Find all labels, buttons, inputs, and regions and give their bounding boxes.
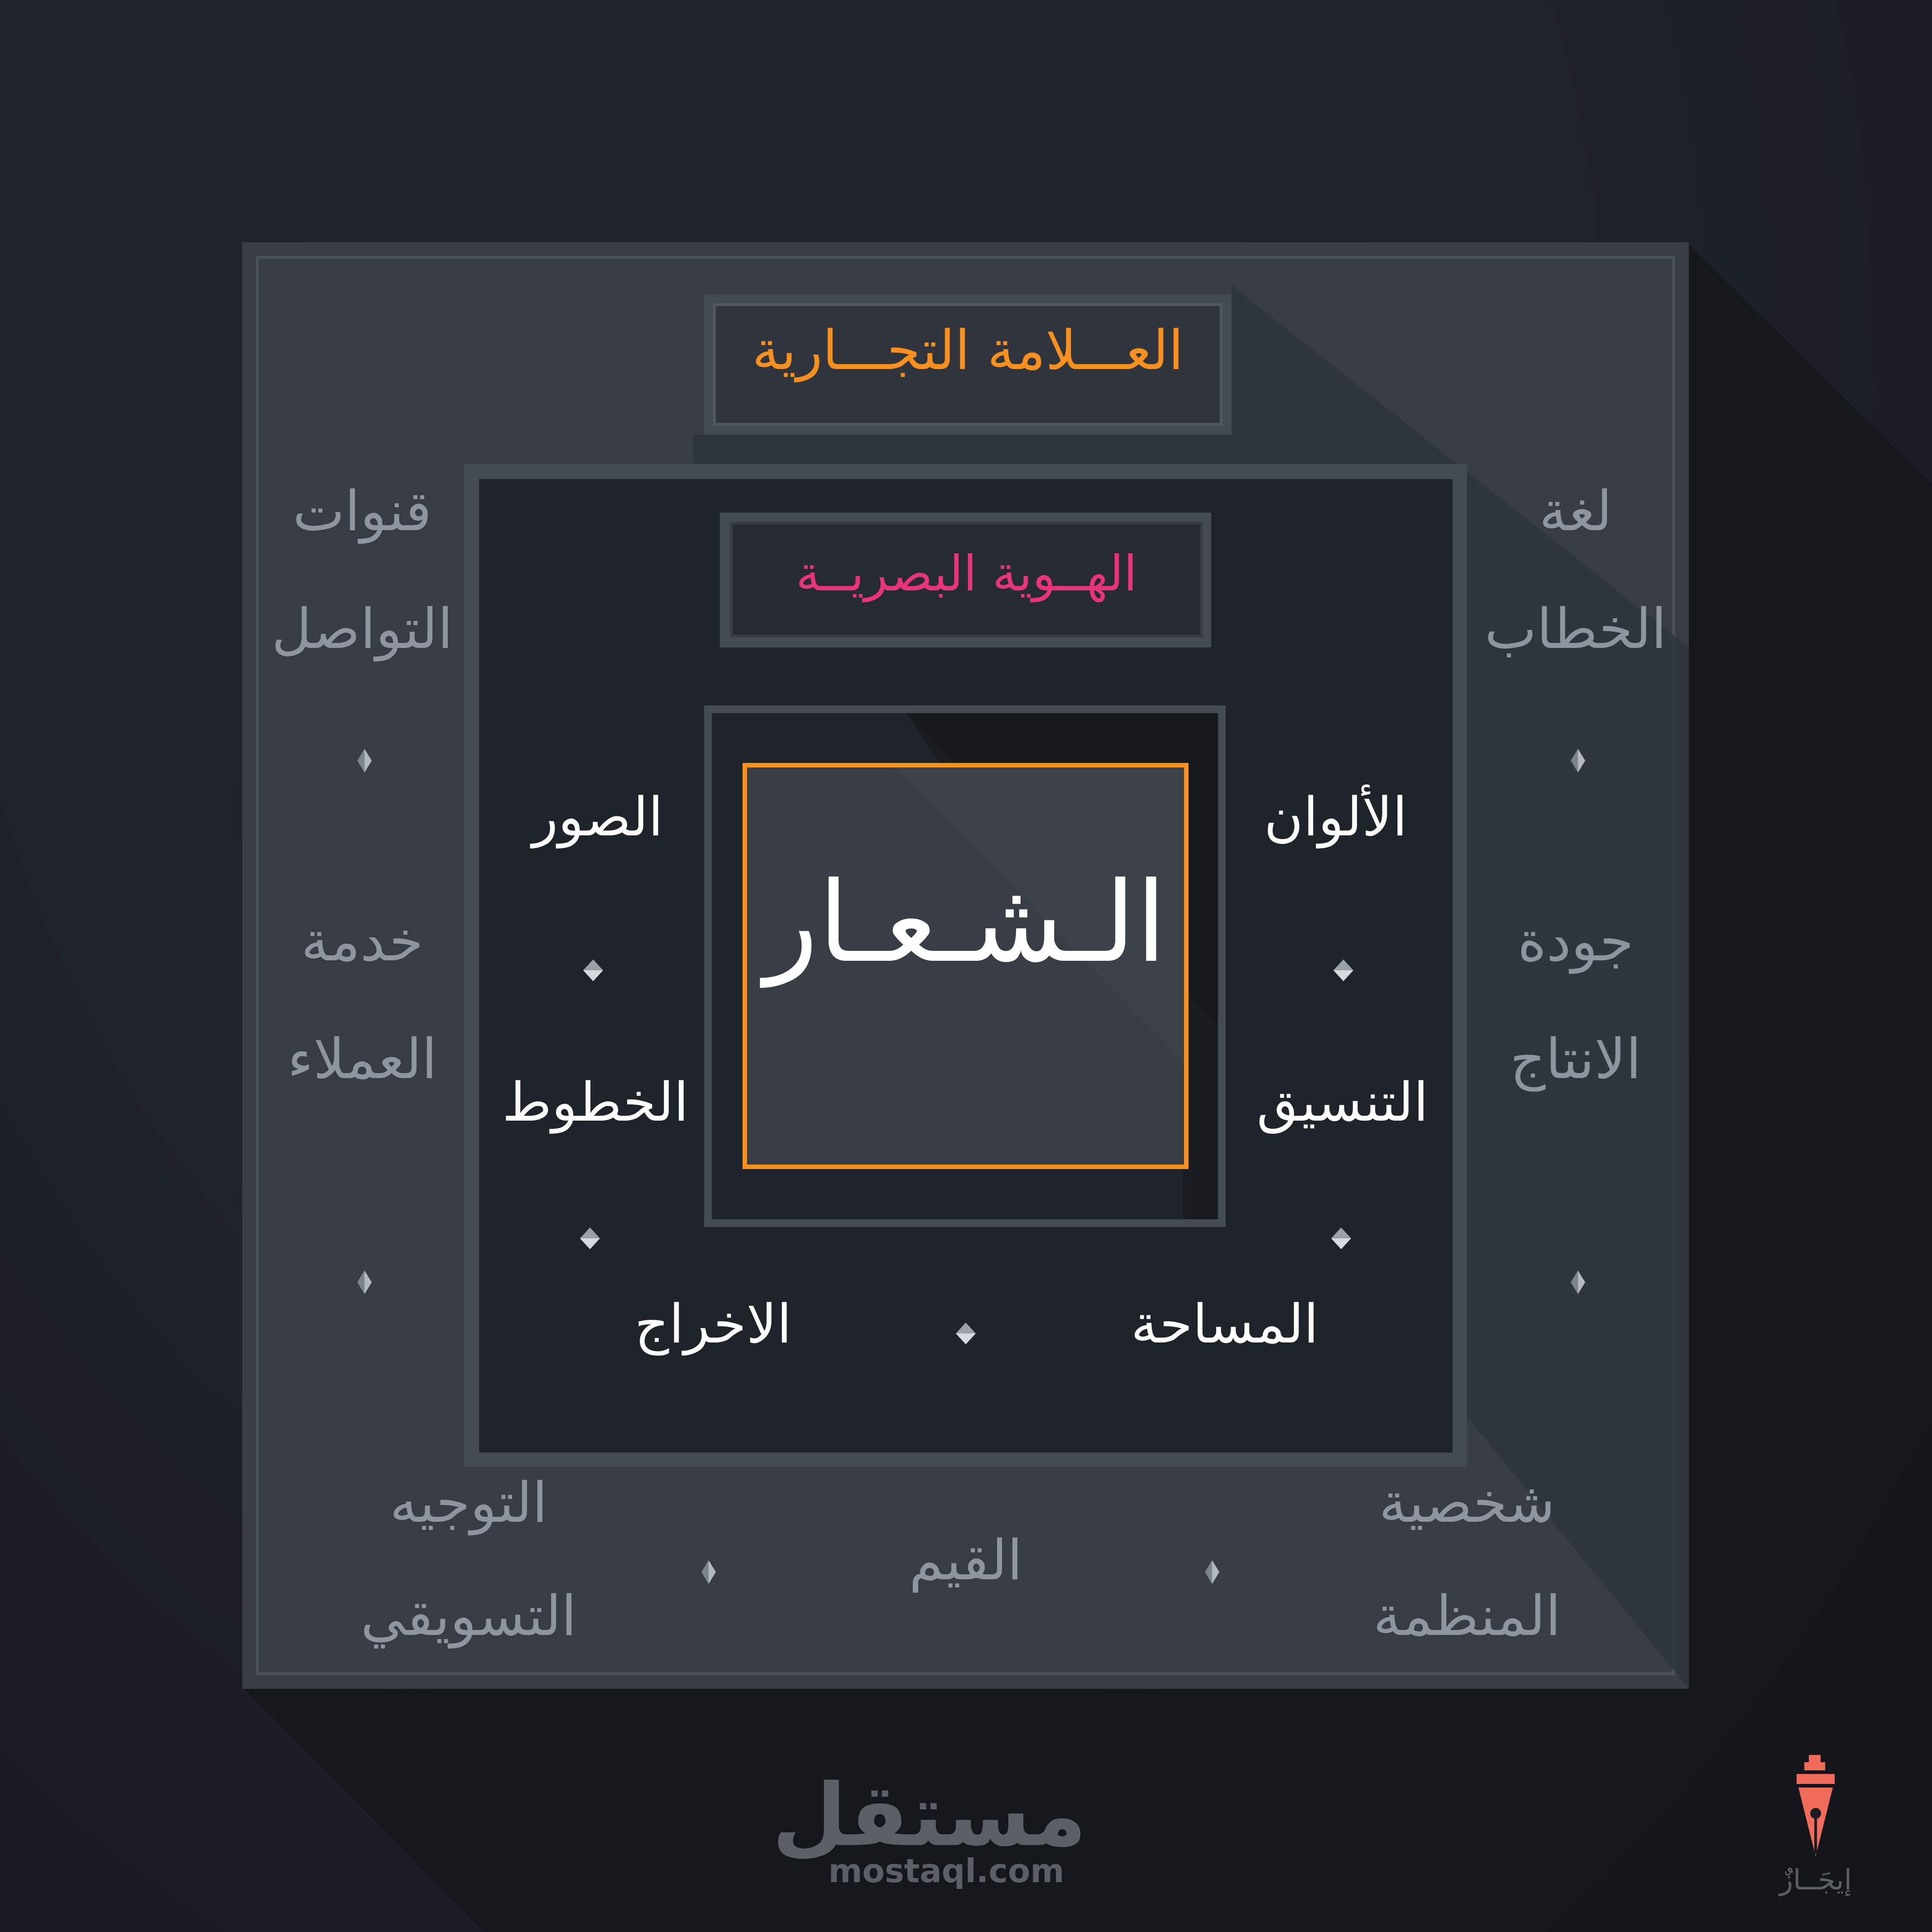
outer-label-service-1: خدمة (301, 909, 424, 973)
outer-label-channels-1: قنوات (292, 479, 432, 543)
outer-label-channels-2: التواصل (271, 597, 453, 661)
inner-label-fonts: الخطوط (502, 1071, 689, 1133)
inner-label-colors: الألوان (1264, 786, 1408, 848)
outer-label-quality-1: جودة (1517, 909, 1634, 973)
identity-title-inner (730, 522, 1203, 638)
signature-text: إيجَــازٌ (1779, 1863, 1852, 1896)
logo-frame (743, 763, 1189, 1169)
outer-label-org-1: شخصية (1379, 1471, 1555, 1535)
brand-title: العـــلامة التجـــارية (752, 319, 1184, 382)
outer-label-quality-2: الانتاج (1510, 1027, 1642, 1091)
logo-title: الـشـعـار (764, 858, 1167, 987)
outer-label-service-2: العملاء (287, 1027, 437, 1091)
site-logo-text: مستقل (772, 1765, 1087, 1865)
inner-label-layout: الاخراج (634, 1293, 792, 1355)
outer-label-speech-1: لغة (1539, 479, 1612, 543)
outer-label-org-2: المنظمة (1373, 1584, 1561, 1648)
identity-title: الهــوية البصريــة (796, 546, 1137, 602)
outer-label-marketing-2: التسويقي (360, 1584, 577, 1648)
inner-label-images: الصور (532, 786, 663, 848)
outer-label-marketing-1: التوجيه (389, 1471, 548, 1535)
inner-label-coordination: التنسيق (1256, 1071, 1429, 1133)
inner-label-space: المساحة (1131, 1293, 1319, 1355)
outer-label-speech-2: الخطاب (1485, 597, 1667, 661)
brand-title-inner (713, 303, 1222, 426)
outer-label-values: القيم (909, 1528, 1023, 1592)
site-url: mostaql.com (828, 1852, 1064, 1890)
pen-nib-icon (1797, 1755, 1835, 1856)
